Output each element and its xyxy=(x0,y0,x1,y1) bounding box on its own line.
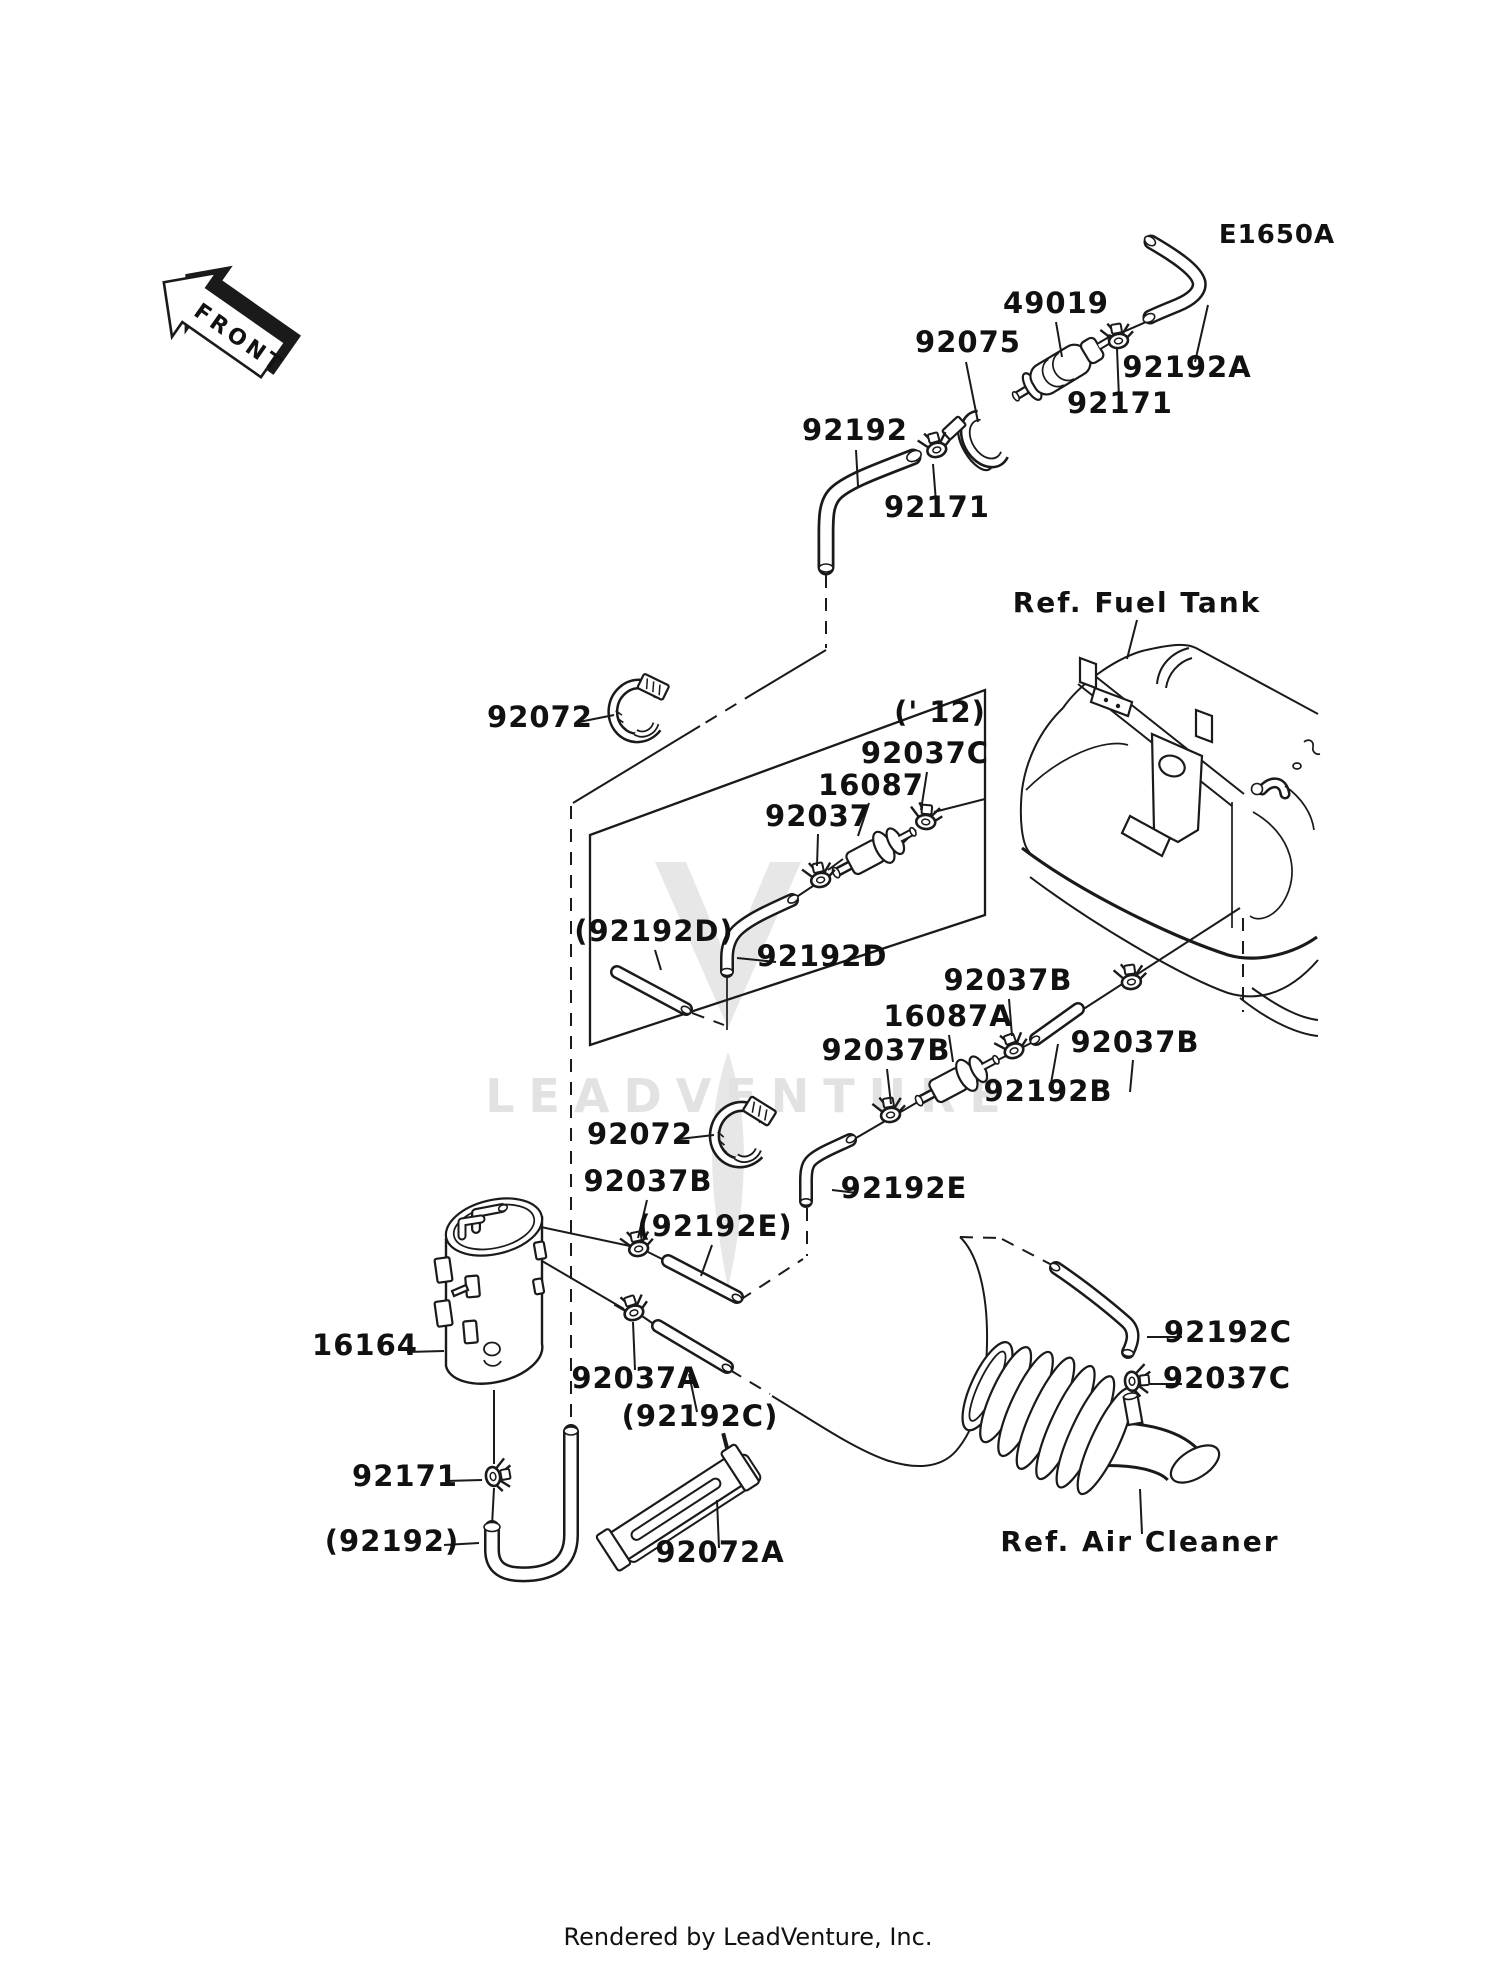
fuel-filter-assembly xyxy=(941,334,1115,472)
part-label-92037B-tank: 92037B xyxy=(1071,1025,1200,1059)
part-label-92072-upper: 92072 xyxy=(487,700,593,734)
part-label-92192B: 92192B xyxy=(984,1074,1113,1108)
part-label-92037: 92037 xyxy=(765,799,871,833)
part-label-92192-alt: (92192) xyxy=(325,1524,459,1558)
part-label-92171-mid: 92171 xyxy=(884,490,990,524)
labels: E1650A 49019 92075 92192A 92171 92192 92… xyxy=(312,220,1335,1951)
ref-air-cleaner: Ref. Air Cleaner xyxy=(1000,1525,1279,1558)
model-year-note: (' 12) xyxy=(894,695,986,729)
clamps xyxy=(482,318,1154,1495)
air-cleaner-drawing xyxy=(961,1341,1221,1496)
part-label-92037B-canister: 92037B xyxy=(584,1164,713,1198)
part-label-49019: 49019 xyxy=(1003,286,1109,320)
hoses xyxy=(483,234,1207,1583)
leader-lines xyxy=(406,304,1209,1549)
part-label-92192C: 92192C xyxy=(1164,1315,1292,1349)
part-label-92037A: 92037A xyxy=(571,1361,700,1395)
part-label-92037C-air: 92037C xyxy=(1163,1361,1291,1395)
canister-drawing xyxy=(433,1197,548,1385)
part-label-92192C-alt: (92192C) xyxy=(622,1399,779,1433)
part-label-92171-top: 92171 xyxy=(1067,386,1173,420)
part-label-16087: 16087 xyxy=(818,768,924,802)
part-label-92037B-valve-left: 92037B xyxy=(822,1033,951,1067)
front-arrow: FRONT xyxy=(162,265,302,379)
part-label-92192E-alt: (92192E) xyxy=(637,1209,792,1243)
part-label-16087A: 16087A xyxy=(883,999,1012,1033)
part-label-92037C-box: 92037C xyxy=(861,736,989,770)
part-label-92192D-alt: (92192D) xyxy=(574,914,733,948)
diagram-code: E1650A xyxy=(1219,220,1335,250)
part-label-92037B-valve-top: 92037B xyxy=(944,963,1073,997)
fuel-tank-drawing xyxy=(1019,643,1321,1037)
strap-drawing xyxy=(595,1432,762,1572)
part-label-92171-bottom: 92171 xyxy=(352,1459,458,1493)
model-12-box xyxy=(588,688,987,1047)
part-label-92192E: 92192E xyxy=(841,1171,968,1205)
part-label-92192D: 92192D xyxy=(757,939,888,973)
ref-fuel-tank: Ref. Fuel Tank xyxy=(1013,586,1262,619)
part-label-92072A: 92072A xyxy=(655,1535,784,1569)
filter-holder-drawing xyxy=(941,409,1009,472)
air-duct-nipple xyxy=(1122,1392,1144,1427)
part-label-92192: 92192 xyxy=(802,413,908,447)
footer-credit: Rendered by LeadVenture, Inc. xyxy=(564,1923,933,1951)
part-label-16164: 16164 xyxy=(312,1328,418,1362)
part-label-92072-lower: 92072 xyxy=(587,1117,693,1151)
part-label-92075: 92075 xyxy=(915,325,1021,359)
part-label-92192A: 92192A xyxy=(1122,350,1251,384)
